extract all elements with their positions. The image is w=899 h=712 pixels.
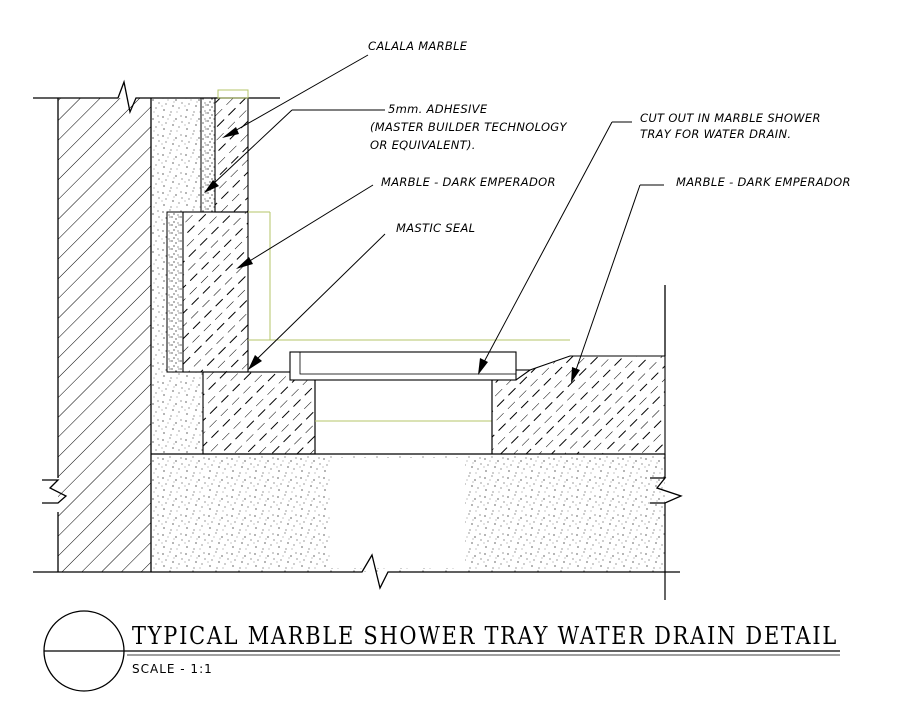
calala-marble-cladding <box>214 89 249 213</box>
label-mastic-seal: MASTIC SEAL <box>396 221 475 235</box>
marble-tray-left <box>202 371 316 455</box>
leader-emperador-left <box>236 184 374 269</box>
leader-emperador-right <box>571 184 664 383</box>
concrete-slab <box>33 453 683 600</box>
leader-cutout <box>478 121 632 375</box>
label-cutout-line2: TRAY FOR WATER DRAIN. <box>640 127 791 141</box>
leader-calala <box>222 54 369 138</box>
render-layer <box>151 98 203 454</box>
leader-adhesive <box>204 109 385 193</box>
title-block: TYPICAL MARBLE SHOWER TRAY WATER DRAIN D… <box>43 610 840 692</box>
scale-label: SCALE - 1:1 <box>132 662 213 676</box>
label-adhesive-line3: OR EQUIVALENT). <box>370 138 476 152</box>
label-emperador-left: MARBLE - DARK EMPERADOR <box>381 175 556 189</box>
emperador-wall-skirting <box>182 211 570 373</box>
label-emperador-right: MARBLE - DARK EMPERADOR <box>676 175 851 189</box>
label-adhesive-line2: (MASTER BUILDER TECHNOLOGY <box>370 120 568 134</box>
label-cutout-line1: CUT OUT IN MARBLE SHOWER <box>640 111 821 125</box>
label-calala-marble: CALALA MARBLE <box>368 39 468 53</box>
page-title: TYPICAL MARBLE SHOWER TRAY WATER DRAIN D… <box>132 622 838 650</box>
drain-cutout <box>289 351 530 454</box>
label-adhesive-line1: 5mm. ADHESIVE <box>388 102 488 116</box>
leader-mastic <box>248 233 386 370</box>
